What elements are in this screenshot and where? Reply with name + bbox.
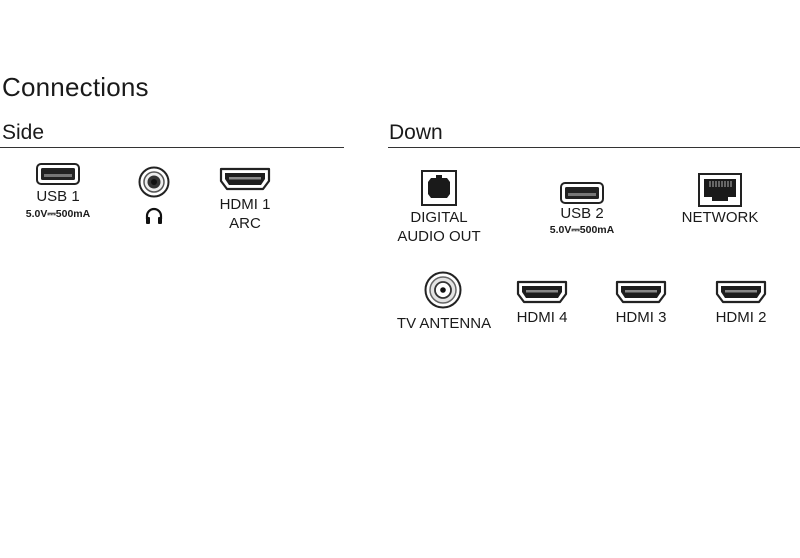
usb2-port <box>560 182 604 204</box>
digital-audio-out-label: DIGITAL <box>410 209 468 226</box>
usb1-label: USB 1 <box>36 188 80 205</box>
hdmi1-sublabel: ARC <box>229 215 261 232</box>
digital-audio-out-sublabel: AUDIO OUT <box>397 228 481 245</box>
digital-audio-out-port <box>421 170 457 206</box>
side-divider <box>0 147 344 148</box>
tv-antenna-label: TV ANTENNA <box>396 315 492 332</box>
hdmi-port-icon <box>614 279 668 305</box>
usb-port-icon <box>36 163 80 185</box>
hdmi3-port <box>614 279 668 305</box>
audio-jack-icon <box>138 166 170 198</box>
tv-antenna-port <box>424 271 462 309</box>
hdmi-port-icon <box>714 279 768 305</box>
hdmi4-port <box>515 279 569 305</box>
hdmi-port-icon <box>515 279 569 305</box>
down-divider <box>388 147 800 148</box>
network-label: NETWORK <box>681 209 759 226</box>
section-title-down: Down <box>389 121 443 144</box>
hdmi1-port <box>218 166 272 192</box>
usb1-port <box>36 163 80 185</box>
usb2-spec: 5.0V⎓500mA <box>549 224 615 236</box>
headphone-jack <box>138 166 170 198</box>
network-port <box>698 173 742 207</box>
usb1-spec: 5.0V⎓500mA <box>25 208 91 220</box>
section-title-side: Side <box>2 121 45 144</box>
coax-port-icon <box>424 271 462 309</box>
hdmi4-label: HDMI 4 <box>516 309 568 326</box>
ethernet-port-icon <box>698 173 742 207</box>
hdmi2-label: HDMI 2 <box>715 309 767 326</box>
optical-port-icon <box>421 170 457 206</box>
usb-port-icon <box>560 182 604 204</box>
usb2-label: USB 2 <box>560 205 604 222</box>
hdmi3-label: HDMI 3 <box>615 309 667 326</box>
hdmi1-label: HDMI 1 <box>219 196 271 213</box>
headphone-icon-wrap <box>144 206 164 226</box>
page-title: Connections <box>2 72 149 102</box>
headphone-icon <box>145 207 163 224</box>
hdmi2-port <box>714 279 768 305</box>
hdmi-port-icon <box>218 166 272 192</box>
